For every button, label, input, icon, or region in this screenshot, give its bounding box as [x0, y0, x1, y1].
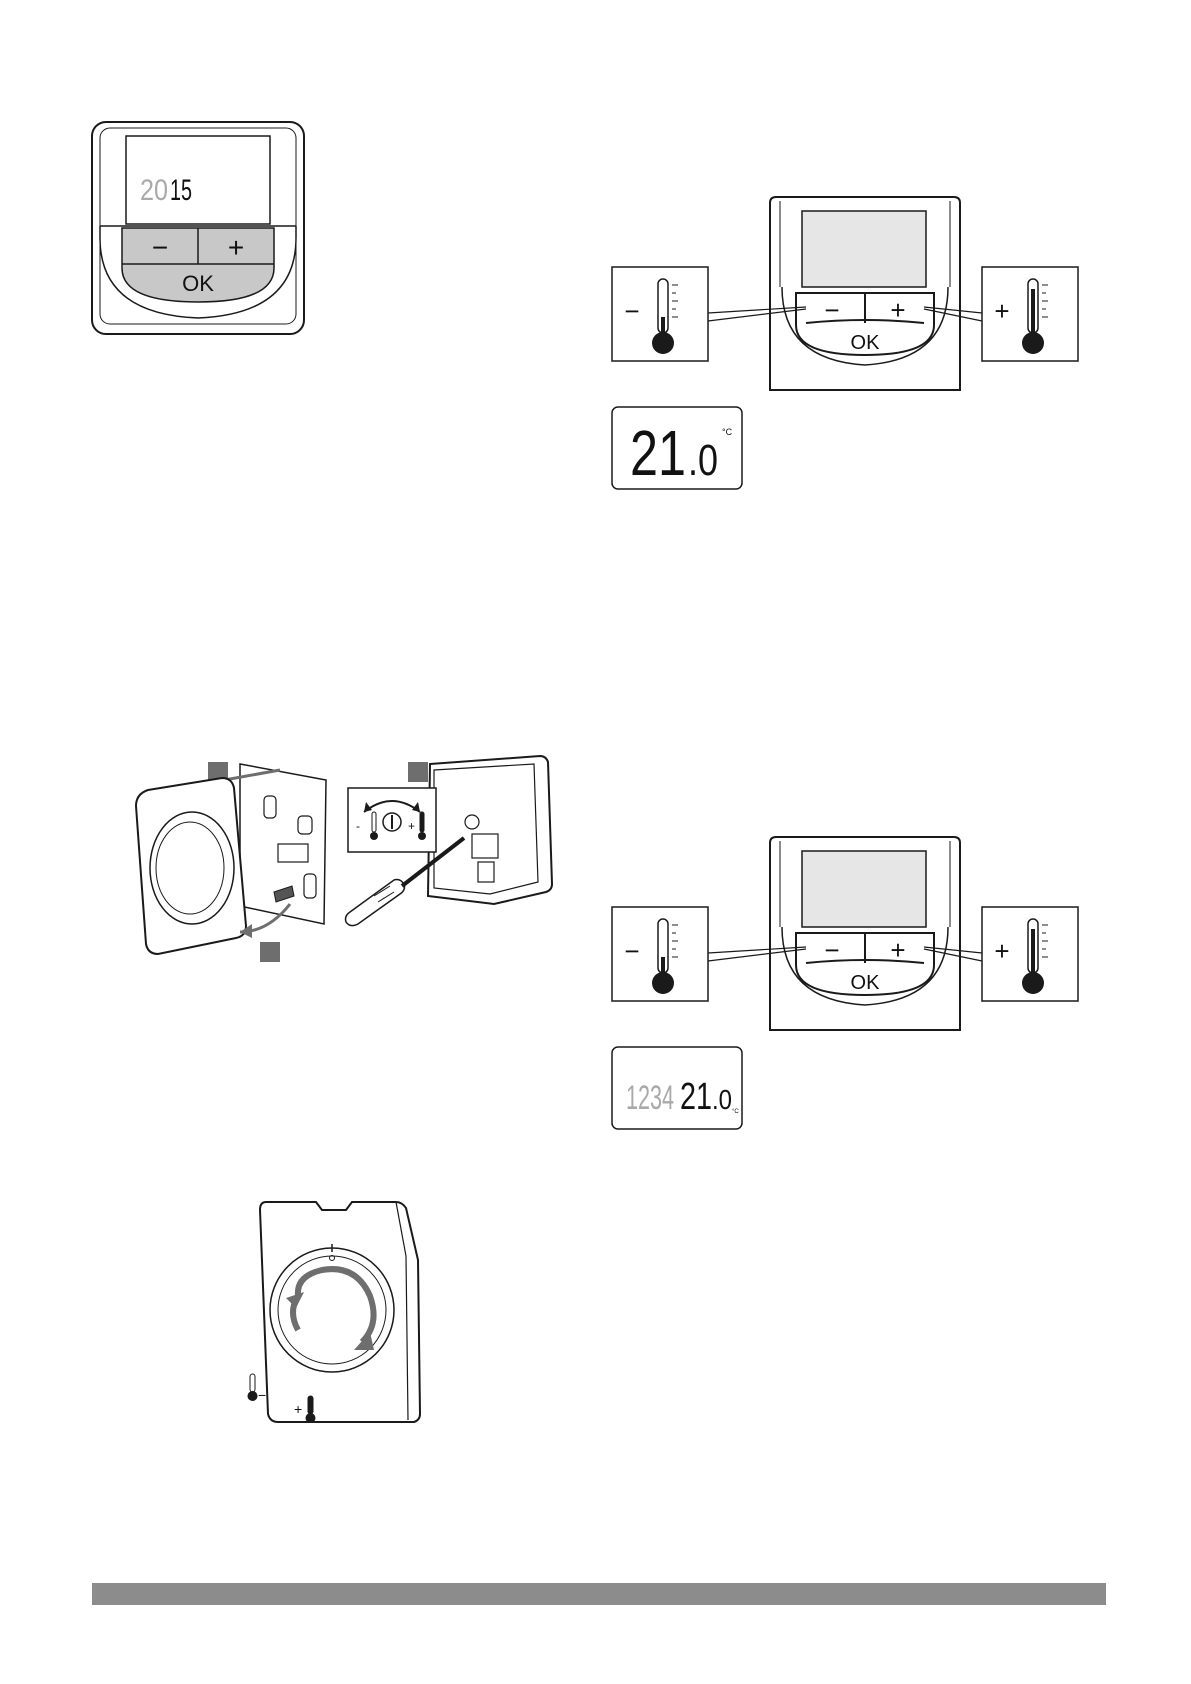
thermo-minus-label: −: [624, 936, 639, 966]
footer-bar: [92, 1583, 1106, 1605]
lcd-unit: °C: [722, 427, 733, 437]
figure-thermostat-year: 20 15 − + OK: [88, 118, 308, 338]
figure-dial-removal: - +: [128, 756, 568, 966]
lcd-value-dec: .0: [712, 1084, 732, 1115]
dial-knob-illustration: − +: [246, 1200, 426, 1430]
lcd-ghost-digits: 1234: [626, 1079, 674, 1117]
lcd-unit: °C: [732, 1109, 739, 1115]
dial-removal-illustration: - +: [128, 756, 568, 966]
lcd-value-int: 21: [680, 1076, 712, 1118]
setpoint-b-illustration: − + OK − + 1234 21: [610, 835, 1080, 1140]
ok-button[interactable]: OK: [851, 972, 881, 994]
minus-button[interactable]: −: [152, 232, 168, 263]
setpoint-a-illustration: − + OK − +: [610, 195, 1080, 500]
lcd-value-int: 21: [630, 417, 686, 489]
dial-knob[interactable]: [150, 812, 234, 924]
lcd-year-suffix: 15: [170, 174, 192, 207]
lcd-year-prefix: 20: [140, 174, 168, 207]
dial-minus-label: −: [258, 1387, 266, 1403]
figure-dial-knob: − +: [246, 1200, 426, 1430]
thermo-plus-label: +: [994, 936, 1009, 966]
ok-button[interactable]: OK: [182, 271, 214, 296]
plus-button[interactable]: +: [890, 295, 905, 325]
thermometer-icon: [248, 1374, 258, 1401]
trim-plus-label: +: [408, 819, 415, 833]
step-marker-icon: [260, 942, 280, 962]
plus-button[interactable]: +: [890, 935, 905, 965]
thermostat-year-illustration: 20 15 − + OK: [88, 118, 308, 338]
ok-button[interactable]: OK: [851, 332, 881, 354]
plus-button[interactable]: +: [228, 232, 244, 263]
minus-button[interactable]: −: [824, 935, 839, 965]
dial-plus-label: +: [294, 1401, 302, 1417]
minus-button[interactable]: −: [824, 295, 839, 325]
lcd-screen: [802, 851, 926, 927]
thermo-minus-label: −: [624, 296, 639, 326]
figure-setpoint-a: − + OK − +: [610, 195, 1080, 500]
figure-setpoint-b: − + OK − + 1234 21: [610, 835, 1080, 1140]
lcd-value-dec: .0: [688, 436, 718, 485]
lcd-screen: [802, 211, 926, 287]
trim-minus-label: -: [356, 819, 360, 833]
thermo-plus-label: +: [994, 296, 1009, 326]
step-marker-icon: [408, 762, 428, 782]
